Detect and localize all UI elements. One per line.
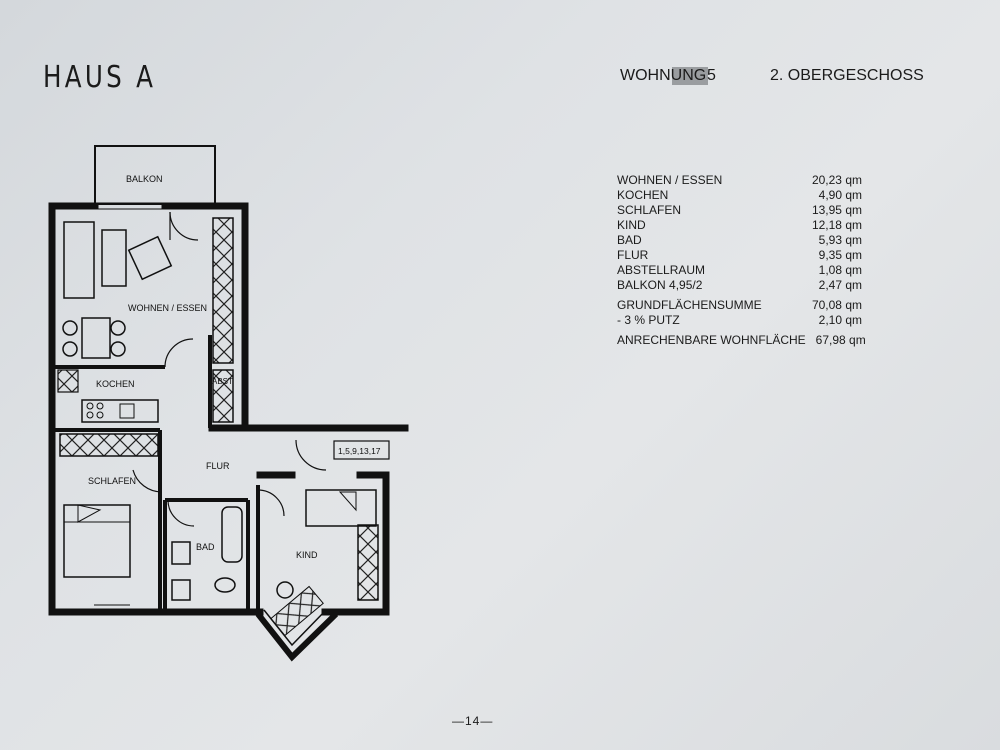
double-bed xyxy=(63,504,131,578)
area-row: KIND 12,18 qm xyxy=(617,218,862,233)
area-name: ABSTELLRAUM xyxy=(617,263,706,277)
area-value: 2,47 qm xyxy=(818,278,862,292)
house-title: HAUS A xyxy=(43,60,157,95)
storage-cabinet xyxy=(212,369,234,423)
kids-bed xyxy=(305,489,377,527)
sofa xyxy=(63,221,95,299)
washbasin xyxy=(171,541,191,565)
area-value: 20,23 qm xyxy=(811,173,862,187)
desk-chair xyxy=(276,581,294,599)
total-value: 2,10 qm xyxy=(818,313,862,327)
bedroom-wardrobe xyxy=(59,433,159,457)
label-abst: ABST xyxy=(212,377,233,386)
area-row: FLUR 9,35 qm xyxy=(617,248,862,263)
label-wohnen: WOHNEN / ESSEN xyxy=(128,303,207,313)
area-value: 4,90 qm xyxy=(818,188,862,202)
dining-table xyxy=(81,317,111,359)
apartment-number: 5 xyxy=(707,67,716,84)
page-number: —14— xyxy=(452,714,494,728)
floor-label: 2. OBERGESCHOSS xyxy=(770,67,924,84)
bay-window xyxy=(255,611,339,662)
total-name: - 3 % PUTZ xyxy=(617,313,680,327)
living-cabinet xyxy=(212,217,234,364)
area-name: BAD xyxy=(617,233,642,247)
total-name: GRUNDFLÄCHENSUMME xyxy=(617,298,762,312)
area-name: SCHLAFEN xyxy=(617,203,682,217)
armchair xyxy=(127,235,173,281)
area-name: WOHNEN / ESSEN xyxy=(617,173,723,187)
bathtub xyxy=(221,506,243,563)
area-value: 9,35 qm xyxy=(818,248,862,262)
total-row: - 3 % PUTZ 2,10 qm xyxy=(617,313,862,328)
label-balkon: BALKON xyxy=(126,174,163,184)
reference-box xyxy=(333,440,390,460)
area-row: KOCHEN 4,90 qm xyxy=(617,188,862,203)
area-row: ABSTELLRAUM 1,08 qm xyxy=(617,263,862,278)
total-value: 70,08 qm xyxy=(811,298,862,312)
balcony-outline xyxy=(94,145,216,205)
door-swings xyxy=(132,211,327,527)
label-refs: 1,5,9,13,17 xyxy=(338,446,381,456)
label-schlafen: SCHLAFEN xyxy=(88,476,136,486)
kitchen-unit xyxy=(57,369,79,393)
label-flur: FLUR xyxy=(206,461,230,471)
area-name: FLUR xyxy=(617,248,649,262)
label-kind: KIND xyxy=(296,550,318,560)
interior-walls xyxy=(52,335,260,612)
area-row: WOHNEN / ESSEN 20,23 qm xyxy=(617,173,862,188)
kitchen-counter xyxy=(81,399,159,423)
result-name: ANRECHENBARE WOHNFLÄCHE xyxy=(617,333,806,347)
kids-wardrobe xyxy=(357,524,379,601)
apartment-label: WOHNUNG xyxy=(618,67,709,85)
label-kochen: KOCHEN xyxy=(96,379,135,389)
total-row: GRUNDFLÄCHENSUMME 70,08 qm xyxy=(617,298,862,313)
result-value: 67,98 qm xyxy=(815,333,866,347)
area-row: SCHLAFEN 13,95 qm xyxy=(617,203,862,218)
area-value: 1,08 qm xyxy=(818,263,862,277)
area-table: WOHNEN / ESSEN 20,23 qm KOCHEN 4,90 qm SCH… xyxy=(617,173,866,348)
area-value: 13,95 qm xyxy=(811,203,862,217)
area-row: BAD 5,93 qm xyxy=(617,233,862,248)
label-bad: BAD xyxy=(196,542,215,552)
area-name: BALKON 4,95/2 xyxy=(617,278,703,292)
area-value: 5,93 qm xyxy=(818,233,862,247)
result-row: ANRECHENBARE WOHNFLÄCHE 67,98 qm xyxy=(617,333,866,348)
toilet xyxy=(214,577,236,593)
area-name: KOCHEN xyxy=(617,188,669,202)
coffee-table xyxy=(101,229,127,287)
area-value: 12,18 qm xyxy=(811,218,862,232)
area-row: BALKON 4,95/2 2,47 qm xyxy=(617,278,862,293)
area-name: KIND xyxy=(617,218,646,232)
exterior-walls xyxy=(48,202,409,616)
